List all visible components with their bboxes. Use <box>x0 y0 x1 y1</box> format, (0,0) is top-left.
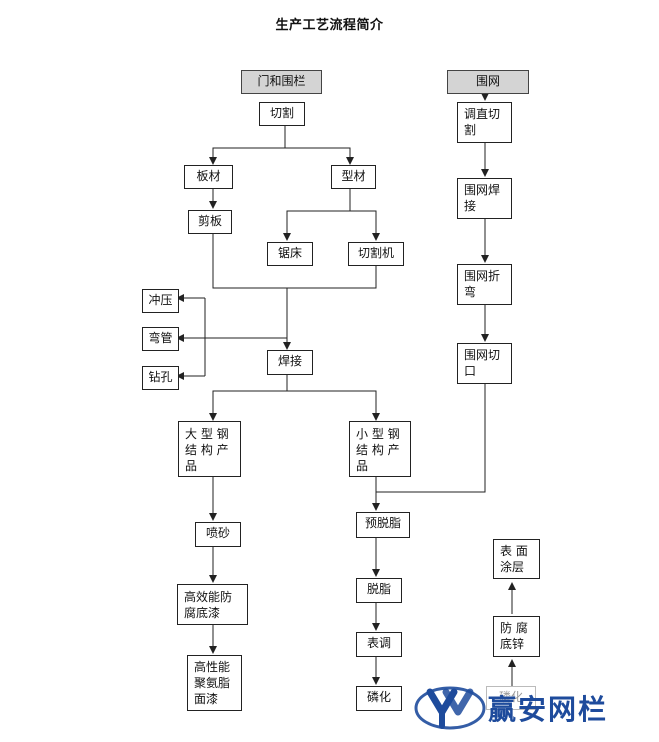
page-title: 生产工艺流程简介 <box>275 18 384 33</box>
header-mesh: 围网 <box>447 70 529 94</box>
node-epoxy-primer: 高效能防腐底漆 <box>177 584 248 625</box>
connector-cutting-profile <box>285 147 354 165</box>
connector-cutting-split <box>209 125 286 165</box>
node-surface-adjust: 表调 <box>356 632 402 657</box>
node-punch: 冲压 <box>142 289 179 313</box>
node-plate: 板材 <box>184 165 233 189</box>
node-pu-topcoat: 高性能聚氨脂面漆 <box>187 655 242 711</box>
connector-profile-cutter <box>350 210 380 241</box>
node-profile: 型材 <box>331 165 376 189</box>
connector-welding-small <box>287 390 380 421</box>
node-mesh-straighten-cut: 调直切割 <box>457 102 512 143</box>
node-surface-coat: 表 面 涂层 <box>493 539 540 579</box>
node-mesh-notch: 围网切口 <box>457 343 512 384</box>
node-phosphating: 磷化 <box>356 686 402 711</box>
node-cutter: 切割机 <box>348 242 404 266</box>
connector-mesh-merge <box>376 383 486 493</box>
node-mesh-weld: 围网焊接 <box>457 178 512 219</box>
node-shearing: 剪板 <box>188 210 232 234</box>
node-mesh-bend: 围网折弯 <box>457 264 512 305</box>
node-hidden-partial: 磷化 <box>486 686 536 710</box>
brand-logo-text: 赢安网栏 <box>488 693 609 726</box>
node-cutting: 切割 <box>259 102 305 126</box>
node-sandblast: 喷砂 <box>195 522 241 547</box>
connector-shearing-merge <box>212 234 377 289</box>
node-small-steel-product: 小 型 钢 结 构 产 品 <box>349 421 411 477</box>
brand-logo-icon <box>414 686 486 730</box>
node-large-steel-product: 大 型 钢 结 构 产 品 <box>178 421 241 477</box>
node-drill: 钻孔 <box>142 366 179 390</box>
header-gate-fence: 门和围栏 <box>241 70 322 94</box>
node-zinc-primer: 防 腐 底锌 <box>493 616 540 657</box>
node-saw: 锯床 <box>267 242 313 266</box>
node-degrease: 脱脂 <box>356 578 402 603</box>
node-bend-pipe: 弯管 <box>142 327 179 351</box>
node-pre-degrease: 预脱脂 <box>356 512 410 538</box>
node-welding: 焊接 <box>267 350 313 375</box>
connector-profile-saw <box>283 188 351 241</box>
connector-welding-split <box>209 375 288 421</box>
